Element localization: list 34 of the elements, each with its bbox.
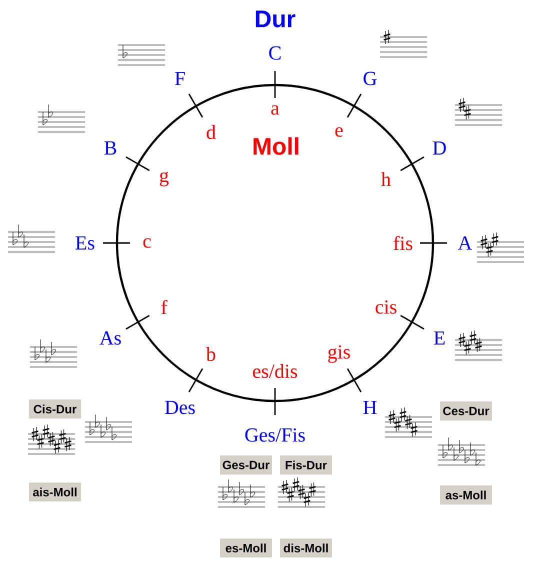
- key-label: e: [335, 127, 343, 137]
- key-label: d: [206, 124, 216, 140]
- key-label: b: [206, 346, 216, 362]
- key-label: E: [434, 331, 445, 345]
- key-tag: as-Moll: [440, 486, 492, 504]
- key-label: A: [458, 236, 472, 250]
- heading: Moll: [254, 137, 298, 155]
- key-label: g: [160, 172, 169, 186]
- key-label: G: [364, 72, 377, 86]
- key-tag: Fis-Dur: [280, 456, 332, 474]
- key-label: Des: [165, 400, 195, 414]
- key-label: D: [432, 141, 446, 155]
- key-label: As: [100, 331, 121, 345]
- key-label: B: [104, 141, 116, 155]
- key-label: f: [161, 300, 168, 314]
- key-label: Ges/Fis: [245, 428, 305, 442]
- key-label: cis: [376, 300, 396, 314]
- key-label: h: [381, 172, 391, 186]
- key-tag: es-Moll: [220, 538, 272, 558]
- key-tag: Cis-Dur: [29, 400, 81, 418]
- heading: Dur: [256, 10, 296, 28]
- key-label: gis: [328, 345, 350, 363]
- key-tag: Ges-Dur: [220, 456, 272, 474]
- key-tag: ais-Moll: [29, 482, 81, 502]
- key-label: es/dis: [253, 364, 298, 378]
- key-label: Es: [76, 236, 94, 250]
- key-label: c: [143, 238, 151, 248]
- key-label: fis: [394, 236, 412, 250]
- key-label: C: [269, 46, 281, 60]
- key-label: F: [175, 72, 185, 86]
- key-label: a: [271, 105, 280, 115]
- key-tag: dis-Moll: [280, 538, 332, 558]
- key-tag: Ces-Dur: [440, 402, 492, 420]
- key-label: H: [363, 400, 377, 414]
